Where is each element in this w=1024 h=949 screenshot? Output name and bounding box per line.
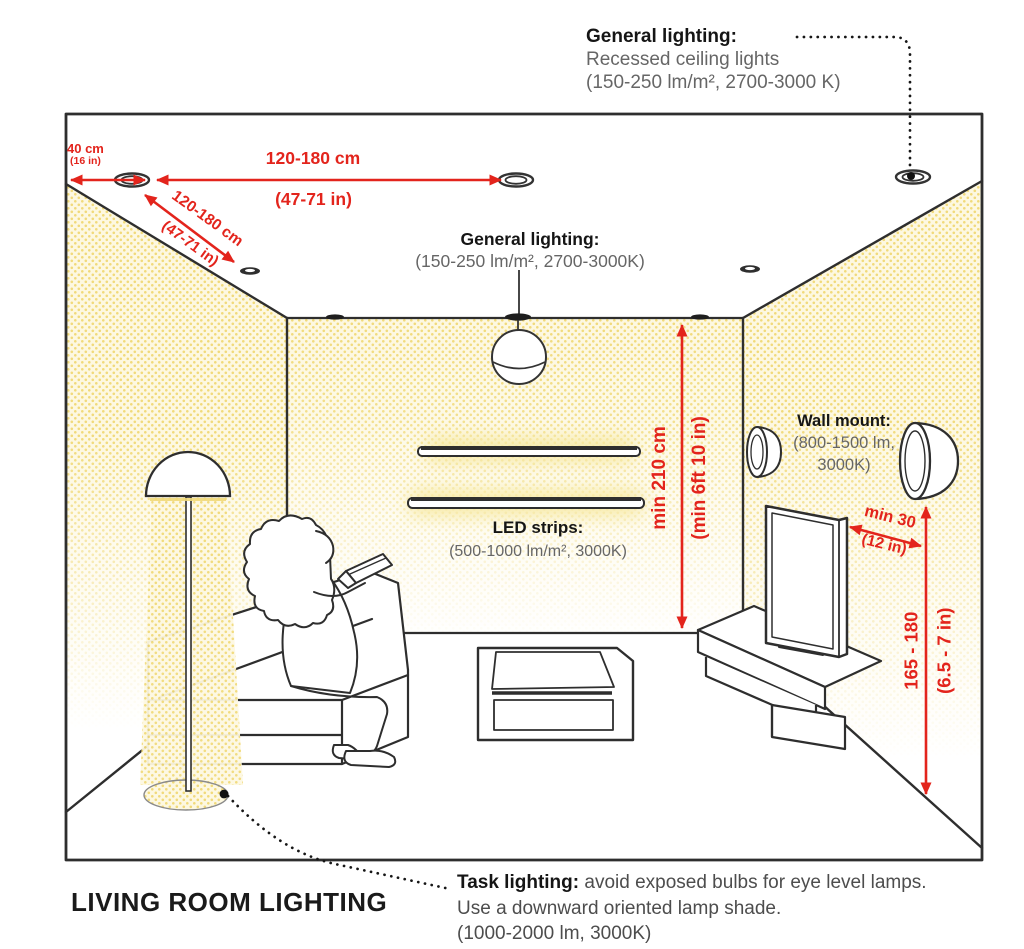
- floor-lamp-icon: [140, 450, 243, 811]
- measure-recessed-edge-in: (16 in): [70, 155, 101, 167]
- annotation-title: Task lighting:: [457, 872, 580, 893]
- measure-recessed-gap-in: (47-71 in): [275, 189, 352, 209]
- wall-sconce-large-icon: [898, 421, 960, 501]
- recessed-light-icon-small: [240, 265, 760, 275]
- leader-lines: [226, 35, 912, 891]
- measure-sconce-height-cm: 165 - 180: [900, 611, 922, 690]
- annotation-task-lighting: Task lighting: avoid exposed bulbs for e…: [457, 870, 997, 947]
- annotation-line: (150-250 lm/m², 2700-3000K): [415, 251, 645, 271]
- annotation-line: (500-1000 lm/m², 3000K): [449, 543, 627, 560]
- leader-dot: [907, 172, 915, 180]
- measure-recessed-edge-cm: 40 cm: [67, 141, 104, 156]
- annotation-line: (1000-2000 lm, 3000K): [457, 923, 652, 944]
- recessed-light-icon: [497, 172, 535, 188]
- annotation-general-lighting-center: General lighting: (150-250 lm/m², 2700-3…: [399, 228, 661, 272]
- wall-sconce-small-icon: [746, 426, 783, 478]
- page-title: LIVING ROOM LIGHTING: [71, 887, 388, 917]
- annotation-line: Task lighting: avoid exposed bulbs for e…: [457, 870, 997, 896]
- measurement-arrows: [70, 174, 932, 795]
- recessed-light-icon-edge: [326, 314, 709, 320]
- coffee-table: [476, 646, 635, 742]
- leader-dot: [219, 789, 229, 799]
- led-strips-icon: [407, 446, 645, 509]
- annotation-line: Use a downward oriented lamp shade.: [457, 897, 782, 919]
- measure-pendant-clearance-cm: min 210 cm: [649, 426, 671, 530]
- pendant-lamp-icon: [491, 270, 547, 385]
- measure-recessed-gap-cm: 120-180 cm: [265, 148, 361, 168]
- annotation-line: Recessed ceiling lights: [586, 49, 780, 70]
- annotation-led-strips: LED strips: (500-1000 lm/m², 3000K): [432, 516, 644, 564]
- annotation-line: (800-1500 lm,: [793, 434, 895, 452]
- annotation-title: LED strips:: [492, 518, 584, 537]
- annotation-line: (150-250 lm/m², 2700-3000 K): [586, 72, 841, 93]
- measure-sconce-height-in: (6.5 - 7 in): [933, 607, 955, 694]
- annotation-title: General lighting:: [586, 26, 737, 47]
- annotation-general-lighting-top: General lighting: Recessed ceiling light…: [586, 25, 841, 94]
- tv-icon: [764, 504, 849, 659]
- annotation-line: 3000K): [817, 456, 871, 474]
- annotation-text: avoid exposed bulbs for eye level lamps.: [579, 872, 927, 893]
- person-reading: [243, 514, 397, 768]
- measure-pendant-clearance-in: (min 6ft 10 in): [689, 416, 711, 540]
- annotation-title: General lighting:: [460, 229, 600, 249]
- annotation-wall-mount: Wall mount: (800-1500 lm, 3000K): [773, 410, 915, 476]
- annotation-title: Wall mount:: [797, 412, 891, 430]
